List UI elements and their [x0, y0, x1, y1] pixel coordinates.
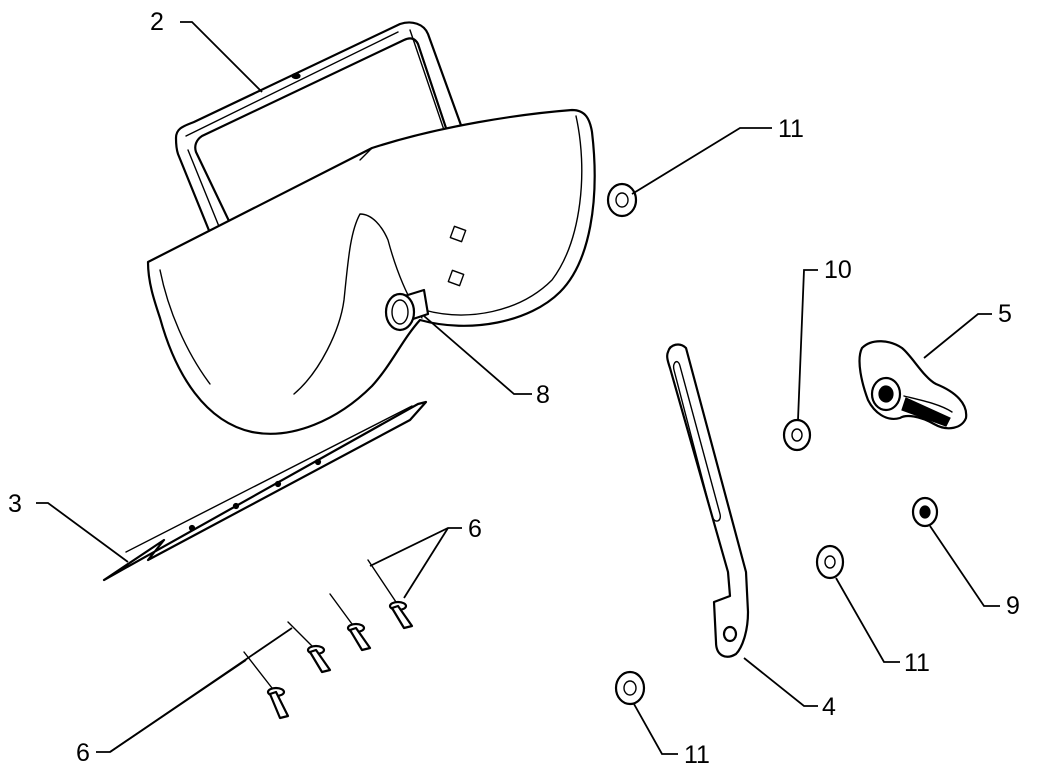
rivet: [329, 593, 372, 652]
callout-4: 4: [822, 693, 836, 721]
part-11-washer: [606, 182, 638, 218]
part-11-washer: [614, 670, 646, 706]
callout-11-top: 11: [778, 115, 804, 143]
part-5-wing-knob: [858, 340, 968, 430]
leader-lines: [36, 21, 1000, 755]
callout-10: 10: [824, 256, 852, 284]
guard-housing: [146, 108, 596, 435]
part-11-washer: [815, 544, 845, 580]
part-8-pin: [384, 288, 430, 332]
callout-8: 8: [536, 381, 550, 409]
rivet: [287, 621, 332, 674]
part-9-nut: [911, 496, 939, 528]
part-2-handle-bracket: [174, 21, 464, 304]
part-10-washer: [782, 418, 812, 452]
callout-3: 3: [8, 490, 22, 518]
callout-11-bottom: 11: [684, 741, 710, 769]
callout-6-left: 6: [76, 739, 90, 767]
callout-2: 2: [150, 8, 164, 36]
rivet: [243, 651, 290, 720]
callout-labels: 2 11 10 5 8 3 6 9 11 4 6 11: [8, 8, 1020, 769]
callout-11-middle: 11: [904, 649, 930, 677]
part-4-slotted-arm: [666, 343, 750, 658]
rivet: [367, 559, 414, 630]
callout-6-right: 6: [468, 515, 482, 543]
callout-9: 9: [1006, 592, 1020, 620]
part-6-rivets: [243, 559, 414, 720]
callout-5: 5: [998, 300, 1012, 328]
part-3-blade-strip: [102, 400, 428, 582]
